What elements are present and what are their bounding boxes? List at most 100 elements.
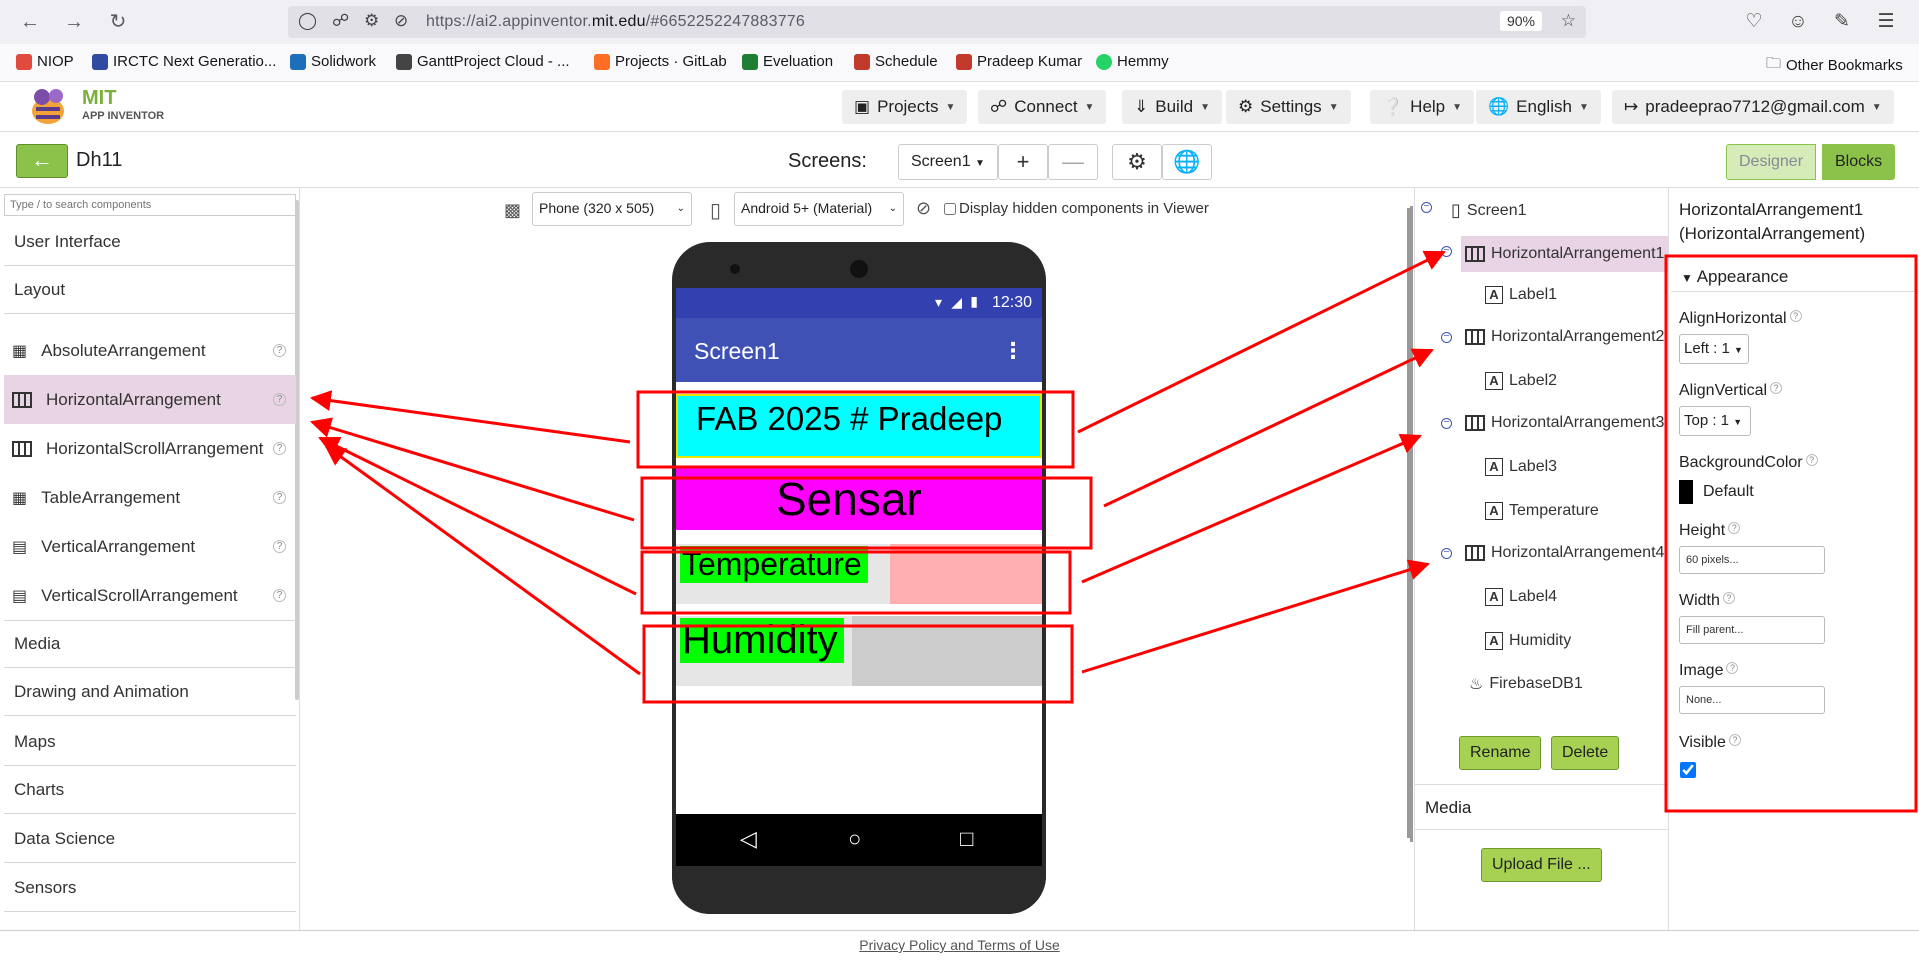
help-icon[interactable]: ? [1728, 522, 1741, 534]
help-icon[interactable]: ? [1728, 734, 1741, 746]
horizontal-arrangement-3[interactable]: Temperature [676, 544, 1042, 604]
hidden-components-checkbox[interactable] [944, 202, 956, 215]
bookmark-hemmy[interactable]: Hemmy [1096, 53, 1169, 70]
help-icon[interactable]: ? [273, 393, 286, 406]
zoom-level[interactable]: 90% [1499, 11, 1542, 31]
permissions-icon[interactable]: ⚙ [364, 11, 380, 30]
pocket-icon[interactable]: ♡ [1745, 11, 1763, 32]
help-icon[interactable]: ? [1722, 592, 1735, 604]
tree-item-firebase[interactable]: ♨FirebaseDB1 [1469, 674, 1583, 694]
image-field[interactable]: None... [1679, 686, 1825, 714]
collapse-toggle-icon[interactable]: − [1441, 418, 1452, 429]
category-drawing-animation[interactable]: Drawing and Animation [4, 668, 296, 716]
category-layout[interactable]: Layout [4, 266, 296, 314]
label-2[interactable]: Sensar [776, 473, 922, 525]
overflow-menu-icon[interactable]: ⋮ [1002, 338, 1024, 363]
address-bar[interactable]: ◯ ☍ ⚙ ⊘ https://ai2.appinventor.mit.edu/… [288, 6, 1586, 38]
menu-icon[interactable]: ☰ [1877, 11, 1895, 32]
bookmark-pradeep-kumar[interactable]: Pradeep Kumar [956, 53, 1082, 70]
screen-select[interactable]: Screen1 ▼ [898, 144, 998, 180]
account-menu[interactable]: ↦pradeeprao7712@gmail.com▼ [1612, 90, 1894, 124]
back-arrow-icon[interactable]: ← [20, 11, 40, 33]
projects-menu[interactable]: ▣Projects▼ [842, 90, 968, 124]
help-icon[interactable]: ? [273, 442, 286, 455]
shield-icon[interactable]: ◯ [298, 11, 318, 30]
component-search-input[interactable] [4, 194, 296, 216]
label-4[interactable]: Humidity [680, 618, 844, 663]
background-color-picker[interactable]: Default [1679, 480, 1754, 504]
project-properties-button[interactable]: ⚙ [1112, 144, 1162, 180]
bookmark-gitlab[interactable]: Projects · GitLab [594, 53, 727, 70]
palette-item-absolute-arrangement[interactable]: ▦AbsoluteArrangement? [4, 326, 296, 375]
collapse-toggle-icon[interactable]: − [1441, 548, 1452, 559]
appearance-section-header[interactable]: ▼ Appearance [1671, 262, 1919, 292]
bookmark-ganttproject[interactable]: GanttProject Cloud - ... [396, 53, 570, 70]
category-user-interface[interactable]: User Interface [4, 218, 296, 266]
temperature-label[interactable] [890, 544, 1042, 604]
privacy-policy-link[interactable]: Privacy Policy and Terms of Use [859, 937, 1060, 953]
help-icon[interactable]: ? [1770, 382, 1783, 394]
palette-item-vertical-scroll-arrangement[interactable]: ▤VerticalScrollArrangement? [4, 571, 296, 620]
bookmark-eveluation[interactable]: Eveluation [742, 53, 833, 70]
tracking-icon[interactable]: ⊘ [394, 11, 409, 30]
collapse-toggle-icon[interactable]: − [1441, 332, 1452, 343]
account-icon[interactable]: ☺ [1788, 11, 1808, 32]
height-field[interactable]: 60 pixels... [1679, 546, 1825, 574]
category-sensors[interactable]: Sensors [4, 864, 296, 912]
category-charts[interactable]: Charts [4, 766, 296, 814]
hidden-components-toggle[interactable]: Display hidden components in Viewer [944, 200, 1209, 217]
other-bookmarks[interactable]: 🗀Other Bookmarks [1766, 53, 1903, 78]
help-icon[interactable]: ? [273, 491, 286, 504]
tree-item-horizontal-arrangement-3[interactable]: HorizontalArrangement3 [1465, 414, 1664, 432]
delete-button[interactable]: Delete [1551, 736, 1620, 770]
connect-menu[interactable]: ☍Connect▼ [978, 90, 1107, 124]
category-maps[interactable]: Maps [4, 718, 296, 766]
help-icon[interactable]: ? [273, 589, 286, 602]
collapse-toggle-icon[interactable]: − [1441, 246, 1452, 257]
label-3[interactable]: Temperature [680, 546, 868, 583]
url-text[interactable]: https://ai2.appinventor.mit.edu/#6652252… [426, 13, 805, 31]
palette-scrollbar[interactable] [295, 200, 299, 700]
width-field[interactable]: Fill parent... [1679, 616, 1825, 644]
designer-button[interactable]: Designer [1726, 144, 1817, 180]
settings-menu[interactable]: ⚙Settings▼ [1226, 90, 1351, 124]
recents-square-icon[interactable]: □ [960, 826, 974, 851]
extensions-icon[interactable]: ✎ [1834, 11, 1850, 32]
app-inventor-logo[interactable]: MIT APP INVENTOR [26, 85, 166, 129]
palette-item-table-arrangement[interactable]: ▦TableArrangement? [4, 473, 296, 522]
forward-arrow-icon[interactable]: → [64, 11, 84, 33]
media-section-header[interactable]: Media [1415, 784, 1668, 830]
phone-size-select[interactable]: Phone (320 x 505) ⌄ [532, 192, 692, 226]
back-triangle-icon[interactable]: ◁ [740, 826, 757, 851]
remove-screen-button[interactable]: — [1048, 144, 1098, 180]
palette-item-horizontal-scroll-arrangement[interactable]: HorizontalScrollArrangement? [4, 424, 296, 473]
tree-item-horizontal-arrangement-1[interactable]: HorizontalArrangement1 [1461, 236, 1668, 272]
bookmark-schedule[interactable]: Schedule [854, 53, 938, 70]
language-menu[interactable]: 🌐English▼ [1476, 90, 1601, 124]
build-menu[interactable]: ⇓Build▼ [1122, 90, 1222, 124]
reload-icon[interactable]: ↻ [109, 11, 127, 33]
bookmark-niop[interactable]: NIOP [16, 53, 74, 70]
lock-icon[interactable]: ☍ [332, 11, 350, 30]
blocks-button[interactable]: Blocks [1822, 144, 1896, 180]
publish-button[interactable]: 🌐 [1162, 144, 1212, 180]
category-media[interactable]: Media [4, 620, 296, 668]
humidity-label[interactable] [852, 616, 1042, 686]
align-vertical-select[interactable]: Top : 1 ▼ [1679, 406, 1751, 436]
back-button[interactable]: ← [16, 144, 68, 178]
bookmark-solidwork[interactable]: Solidwork [290, 53, 376, 70]
help-menu[interactable]: ❔Help▼ [1370, 90, 1475, 124]
help-icon[interactable]: ? [1789, 310, 1802, 322]
palette-item-horizontal-arrangement[interactable]: HorizontalArrangement? [4, 375, 296, 424]
tree-scrollbar[interactable] [1410, 206, 1413, 842]
horizontal-arrangement-1[interactable]: FAB 2025 # Pradeep [676, 394, 1042, 458]
bookmark-irctc[interactable]: IRCTC Next Generatio... [92, 53, 276, 70]
tree-item-screen1[interactable]: ▯Screen1 [1451, 200, 1527, 221]
star-icon[interactable]: ☆ [1560, 11, 1576, 30]
horizontal-arrangement-2[interactable]: Sensar [676, 468, 1042, 530]
